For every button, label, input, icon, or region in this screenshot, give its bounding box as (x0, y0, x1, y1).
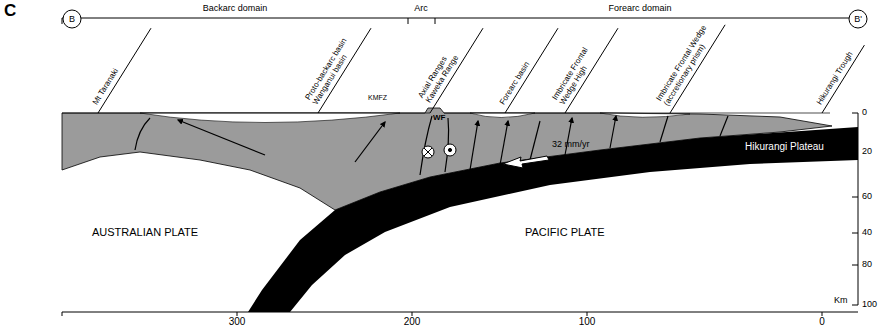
forearc-basin-fill (470, 113, 535, 118)
leader-lines (98, 25, 864, 113)
domain-label: Arc (411, 4, 431, 14)
plateau-label: Hikurangi Plateau (745, 141, 824, 152)
fault-lines (135, 116, 728, 175)
rate-label: 32 mm/yr (552, 140, 590, 150)
sea-level-line (62, 113, 830, 114)
depth-axis (852, 113, 858, 305)
strike-slip-symbols (422, 144, 456, 158)
leader-line (505, 28, 558, 113)
domain-bracket (62, 18, 864, 24)
depth-tick-label: 100 (862, 300, 877, 310)
distance-axis (62, 312, 858, 316)
section-letter: B' (848, 9, 868, 29)
panel-letter: C (4, 2, 16, 21)
distance-tick-label: 300 (229, 316, 246, 327)
feature-label: Forearc basin (498, 42, 543, 106)
leader-line (98, 28, 151, 113)
fault-zone-label: KMFZ (368, 94, 387, 102)
domain-label: Backarc domain (200, 4, 271, 14)
fault-label: WF (433, 114, 445, 123)
backarc-basin-fill (140, 113, 400, 123)
plate-label: PACIFIC PLATE (525, 226, 605, 238)
wedge-basin-fill (600, 113, 690, 117)
feature-label: Mt Taranaki (91, 42, 136, 106)
pacific-slab (248, 127, 858, 312)
depth-tick-label: 80 (862, 260, 872, 270)
feature-label: Proto-backarc basin Wanganui basin (304, 29, 361, 106)
feature-label: Axial Ranges Kaweka Range (417, 44, 464, 104)
domain-label: Forearc domain (605, 4, 674, 14)
depth-tick-label: 20 (862, 147, 872, 157)
plate-label: AUSTRALIAN PLATE (92, 226, 198, 238)
circle-outline (63, 10, 81, 28)
distance-tick-label: 200 (404, 316, 421, 327)
plate-motion-arrow (503, 156, 549, 168)
depth-tick-label: 0 (862, 108, 867, 118)
depth-tick-label: 60 (862, 192, 872, 202)
depth-tick-label: 40 (862, 228, 872, 238)
section-letter: B (62, 9, 82, 29)
axis-unit: Km (834, 296, 848, 306)
feature-label: Imbricate Frontal Wedge (accretionary pr… (655, 17, 721, 108)
feature-label: Imbricate Frontal Wedge High (551, 29, 608, 106)
circle-outline (849, 10, 867, 28)
section-end-marker: B' (848, 9, 868, 29)
distance-tick-label: 100 (579, 316, 596, 327)
distance-tick-label: 0 (819, 316, 825, 327)
feature-label: Hikurangi Trough (815, 38, 862, 106)
section-end-marker: B (62, 9, 82, 29)
